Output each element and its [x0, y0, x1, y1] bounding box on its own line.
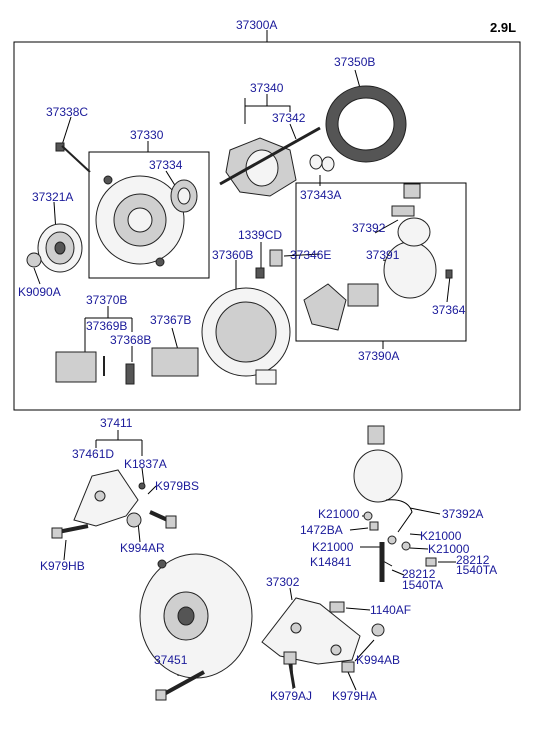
part-label: 28212	[456, 553, 490, 567]
regulator	[303, 183, 453, 331]
part-label: 37370B	[86, 293, 128, 307]
part-label: 1540TA	[402, 578, 444, 592]
brush-holder	[55, 351, 135, 385]
part-label: 37391	[366, 248, 400, 262]
part-label: K979AJ	[270, 689, 313, 703]
part-label: 37369B	[86, 319, 128, 333]
part-label: 37321A	[32, 190, 74, 204]
part-label: 37392A	[442, 507, 484, 521]
part-label: 37334	[149, 158, 183, 172]
part-label: 37451	[154, 653, 188, 667]
vacuum-pipe	[353, 425, 437, 582]
part-label: 37390A	[358, 349, 400, 363]
bolt-37338c	[55, 142, 91, 173]
part-label: 37367B	[150, 313, 192, 327]
bearing-37334	[170, 179, 198, 213]
part-label: 37364	[432, 303, 466, 317]
part-label: 37368B	[110, 333, 152, 347]
part-label: 28212	[402, 567, 436, 581]
front-housing	[95, 175, 185, 267]
regulator-subframe	[295, 182, 467, 342]
part-label: 37350B	[334, 55, 376, 69]
part-label: 37302	[266, 575, 300, 589]
mount-bracket	[73, 469, 146, 527]
engine-label: 2.9L	[490, 20, 517, 35]
bracket-37302	[261, 597, 385, 689]
part-label: 37342	[272, 111, 306, 125]
terminal-parts	[255, 249, 283, 279]
part-label: 37411	[100, 416, 133, 430]
stator	[325, 85, 407, 163]
part-label: 37340	[250, 81, 284, 95]
part-label: K9090A	[18, 285, 61, 299]
part-label: K994AB	[356, 653, 401, 667]
pulley	[37, 223, 83, 273]
part-label: K994AR	[120, 541, 165, 555]
part-label: 37392	[352, 221, 386, 235]
diode-block	[151, 347, 199, 377]
housing-subframe	[88, 151, 210, 279]
rotor	[219, 126, 321, 197]
part-label: 37360B	[212, 248, 254, 262]
rear-housing	[201, 287, 291, 385]
part-label: K979BS	[155, 479, 200, 493]
part-label: K21000	[312, 540, 354, 554]
bolt-37451	[155, 670, 205, 701]
part-label: 1540TA	[456, 563, 498, 577]
part-label: K14841	[310, 555, 352, 569]
part-label: 1339CD	[238, 228, 283, 242]
nut-k9090a	[26, 252, 42, 268]
part-label: 37330	[130, 128, 164, 142]
part-label: K21000	[428, 542, 470, 556]
lower-fasteners	[51, 510, 177, 539]
part-label: 37346E	[290, 248, 332, 262]
part-label: 37461D	[72, 447, 115, 461]
part-label: K21000	[420, 529, 462, 543]
part-label: 37338C	[46, 105, 89, 119]
part-label: 37300A	[236, 18, 278, 32]
part-label: K979HA	[332, 689, 377, 703]
part-label: K21000	[318, 507, 360, 521]
part-label: 1472BA	[300, 523, 343, 537]
spacers	[309, 154, 335, 172]
part-label: K1837A	[124, 457, 167, 471]
part-label: K979HB	[40, 559, 85, 573]
part-label: 1140AF	[370, 603, 412, 617]
part-label: 37343A	[300, 188, 342, 202]
